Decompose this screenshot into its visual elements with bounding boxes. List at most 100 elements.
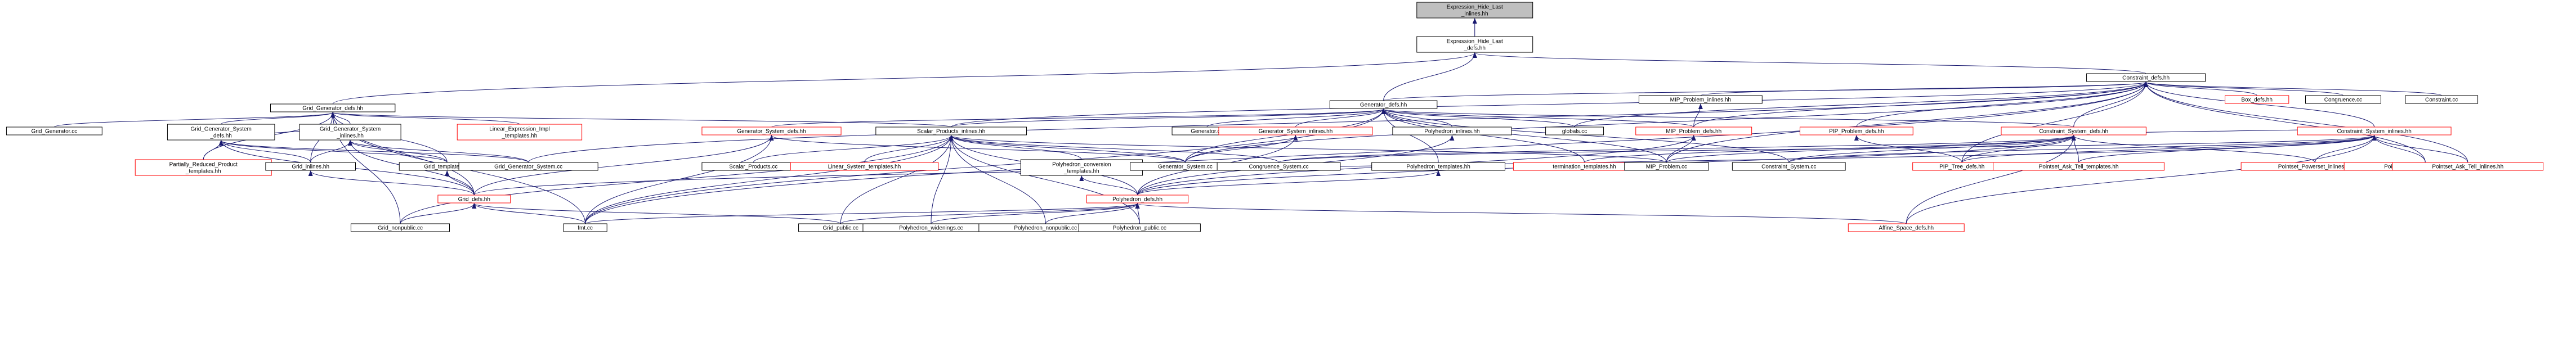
node-label: _templates.hh: [1063, 169, 1099, 175]
edge-n2-n21: [2073, 82, 2149, 128]
node-box: [1371, 162, 1506, 171]
graph-node[interactable]: Generator_System_defs.hh: [701, 126, 842, 135]
node-box: [1329, 100, 1438, 109]
edge-n2-n8: [2144, 82, 2442, 96]
graph-node[interactable]: Congruence_System.cc: [1217, 162, 1341, 171]
node-label: Congruence.cc: [2324, 97, 2362, 103]
edge-n14-n30: [949, 135, 1186, 163]
node-box: [1416, 36, 1533, 53]
edge-n32-n42: [1137, 170, 1441, 196]
graph-node[interactable]: Grid_inlines.hh: [265, 162, 356, 171]
node-label: _inlines.hh: [336, 133, 364, 139]
edge-n1-n2: [1473, 52, 2146, 74]
graph-node[interactable]: Scalar_Products.cc: [701, 162, 806, 171]
node-label: Pointset_Ask_Tell_templates.hh: [2039, 164, 2119, 170]
graph-node[interactable]: globals.cc: [1545, 126, 1604, 135]
node-label: Grid_inlines.hh: [292, 164, 329, 170]
graph-node[interactable]: Constraint_System_inlines.hh: [2297, 126, 2452, 135]
node-label: _defs.hh: [1464, 46, 1486, 52]
node-box: [1635, 126, 1752, 135]
edge-n22-n36: [1961, 135, 2377, 163]
node-box: [2305, 95, 2381, 104]
edge-n2-n39: [2144, 82, 2426, 163]
graph-node[interactable]: Constraint_System.cc: [1732, 162, 1846, 171]
graph-node[interactable]: Pointset_Ask_Tell_templates.hh: [1993, 162, 2164, 171]
node-label: Grid_templates.hh: [424, 164, 470, 170]
node-label: Polyhedron_inlines.hh: [1424, 129, 1479, 135]
node-label: Grid_Generator_defs.hh: [302, 106, 363, 112]
edge-n2-n18: [1574, 82, 2148, 128]
edge-n16-n30: [1185, 135, 1298, 163]
graph-node[interactable]: Polyhedron_public.cc: [1078, 223, 1201, 232]
node-label: Scalar_Products.cc: [729, 164, 777, 170]
graph-node[interactable]: Grid_defs.hh: [437, 195, 511, 204]
graph-node[interactable]: Constraint_System_defs.hh: [2001, 126, 2146, 135]
node-label: Polyhedron_public.cc: [1113, 225, 1166, 232]
graph-node[interactable]: MIP_Problem_defs.hh: [1635, 126, 1752, 135]
edge-n4-n14: [951, 109, 1386, 128]
graph-node[interactable]: Scalar_Products_inlines.hh: [875, 126, 1027, 135]
graph-node[interactable]: Linear_Expression_Impl_templates.hh: [457, 124, 583, 141]
graph-node[interactable]: Constraint_defs.hh: [2086, 73, 2206, 82]
graph-node[interactable]: Partially_Reduced_Product_templates.hh: [135, 159, 272, 176]
node-label: _templates.hh: [502, 133, 538, 139]
graph-node[interactable]: Polyhedron_defs.hh: [1086, 195, 1189, 204]
edge-n21-n31: [1278, 135, 2076, 163]
node-box: [2001, 126, 2146, 135]
node-label: Constraint_System_defs.hh: [2039, 129, 2108, 135]
graph-node[interactable]: Grid_Generator_System_defs.hh: [167, 124, 275, 141]
graph-node[interactable]: Grid_Generator.cc: [6, 126, 102, 135]
edge-n14-n44: [585, 135, 954, 224]
graph-node[interactable]: Congruence.cc: [2305, 95, 2381, 104]
edge-n20-n36: [1854, 135, 1962, 163]
edge-n42-n46: [931, 203, 1140, 224]
graph-node[interactable]: Grid_Generator_defs.hh: [270, 103, 396, 112]
node-label: Polyhedron_templates.hh: [1406, 164, 1470, 170]
graph-node[interactable]: Grid_Generator_System_inlines.hh: [299, 124, 401, 141]
node-label: globals.cc: [1562, 129, 1587, 135]
node-label: Grid_Generator.cc: [32, 129, 78, 135]
edge-n3-n10: [221, 112, 335, 125]
graph-node[interactable]: Grid_Generator_System.cc: [458, 162, 598, 171]
node-label: Partially_Reduced_Product: [169, 162, 238, 168]
edge-n41-n44: [472, 203, 586, 224]
graph-node[interactable]: Affine_Space_defs.hh: [1848, 223, 1965, 232]
graph-node[interactable]: MIP_Problem_inlines.hh: [1638, 95, 1763, 104]
graph-node[interactable]: Polyhedron_inlines.hh: [1392, 126, 1512, 135]
node-box: [135, 159, 272, 176]
graph-node[interactable]: PIP_Problem_defs.hh: [1799, 126, 1913, 135]
node-box: [2405, 95, 2479, 104]
edge-n2-n40: [2144, 82, 2468, 163]
graph-node[interactable]: Generator_System_inlines.hh: [1218, 126, 1373, 135]
graph-node[interactable]: Polyhedron_conversion_templates.hh: [1020, 159, 1143, 176]
graph-node[interactable]: Expression_Hide_Last_defs.hh: [1416, 36, 1533, 53]
edge-n21-n49: [1906, 135, 2076, 224]
edge-n2-n22: [2144, 82, 2375, 128]
node-box: [457, 124, 583, 141]
node-label: Affine_Space_defs.hh: [1879, 225, 1934, 232]
edge-n21-n38: [2071, 135, 2315, 163]
graph-node[interactable]: Expression_Hide_Last_inlines.hh: [1416, 2, 1533, 19]
node-label: Expression_Hide_Last: [1447, 39, 1503, 45]
node-label: MIP_Problem.cc: [1646, 164, 1687, 170]
graph-node[interactable]: Constraint.cc: [2405, 95, 2479, 104]
graph-node[interactable]: MIP_Problem.cc: [1624, 162, 1709, 171]
graph-node[interactable]: Generator_defs.hh: [1329, 100, 1438, 109]
node-label: _defs.hh: [209, 133, 231, 139]
graph-node[interactable]: Linear_System_templates.hh: [790, 162, 939, 171]
node-label: Polyhedron_defs.hh: [1112, 197, 1162, 203]
edge-n14-n43: [400, 135, 954, 224]
graph-node[interactable]: Box_defs.hh: [2225, 95, 2289, 104]
edge-n21-n36: [1961, 135, 2076, 163]
node-label: _inlines.hh: [1461, 11, 1488, 17]
node-label: Expression_Hide_Last: [1447, 4, 1503, 11]
graph-node[interactable]: Polyhedron_templates.hh: [1371, 162, 1506, 171]
node-label: Pointset_Ask_Tell_inlines.hh: [2432, 164, 2503, 170]
edge-n3-n14: [330, 112, 952, 128]
edge-n4-n33: [1381, 109, 1585, 163]
node-box: [1638, 95, 1763, 104]
graph-node[interactable]: Pointset_Ask_Tell_inlines.hh: [2392, 162, 2544, 171]
graph-node[interactable]: Grid_nonpublic.cc: [350, 223, 450, 232]
graph-node[interactable]: fmt.cc: [563, 223, 607, 232]
